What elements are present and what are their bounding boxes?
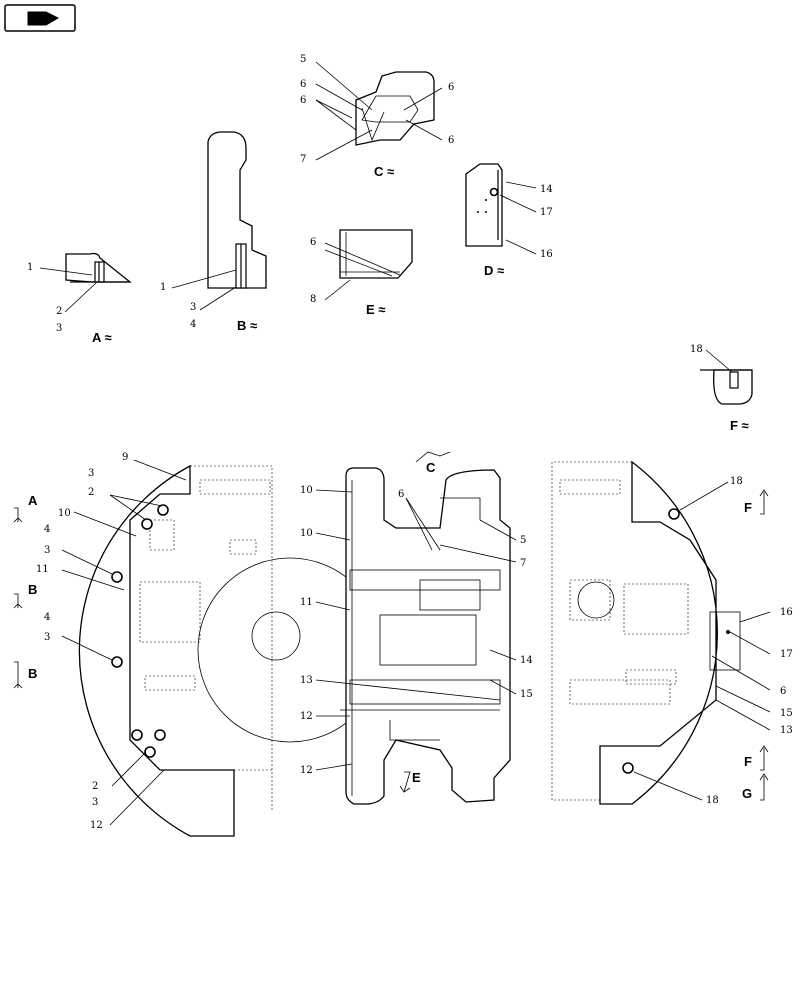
svg-text:E: E bbox=[412, 770, 421, 785]
section-arrow-f2: F bbox=[744, 745, 769, 771]
view-label-b: B ≈ bbox=[237, 318, 257, 333]
view-label-f: F ≈ bbox=[730, 418, 749, 433]
section-arrow-f1: F bbox=[744, 489, 769, 515]
callout-m10a: 10 bbox=[300, 485, 313, 496]
section-arrow-b2: B bbox=[13, 661, 37, 689]
detail-d: 14 17 16 D ≈ bbox=[465, 163, 553, 278]
callout-b1: 1 bbox=[160, 282, 166, 293]
detail-a: 1 2 3 A ≈ bbox=[27, 252, 132, 345]
callout-d17: 17 bbox=[540, 207, 553, 218]
callout-l4b: 4 bbox=[44, 612, 50, 623]
callout-b4: 4 bbox=[190, 319, 196, 330]
callout-r13: 13 bbox=[780, 725, 793, 736]
callout-l3d: 3 bbox=[92, 797, 98, 808]
callout-l3c: 3 bbox=[44, 632, 50, 643]
forward-arrow-icon bbox=[27, 11, 60, 26]
callout-f18: 18 bbox=[690, 344, 703, 355]
section-arrow-a: A bbox=[13, 493, 38, 523]
callout-r16: 16 bbox=[780, 607, 793, 618]
svg-text:A: A bbox=[28, 493, 38, 508]
callout-r18a: 18 bbox=[730, 476, 743, 487]
callout-m7: 7 bbox=[520, 558, 526, 569]
callout-e6: 6 bbox=[310, 237, 316, 248]
callout-c6d: 6 bbox=[448, 135, 454, 146]
svg-text:B: B bbox=[28, 582, 37, 597]
callout-r6: 6 bbox=[780, 686, 786, 697]
detail-b: 1 3 4 B ≈ bbox=[160, 131, 267, 333]
callout-l2b: 2 bbox=[92, 781, 98, 792]
callout-l11: 11 bbox=[36, 564, 49, 575]
callout-l2a: 2 bbox=[88, 487, 94, 498]
callout-b3: 3 bbox=[190, 302, 196, 313]
right-main-view: 18 16 17 6 15 13 18 F F G bbox=[551, 460, 793, 806]
callout-c6c: 6 bbox=[448, 82, 454, 93]
callout-m5: 5 bbox=[520, 535, 526, 546]
callout-m12a: 12 bbox=[300, 711, 313, 722]
view-label-e: E ≈ bbox=[366, 302, 385, 317]
svg-text:F: F bbox=[744, 754, 752, 769]
callout-m11: 11 bbox=[300, 597, 313, 608]
callout-r18b: 18 bbox=[706, 795, 719, 806]
detail-f: 18 F ≈ bbox=[690, 344, 753, 433]
section-arrow-b1: B bbox=[13, 582, 37, 609]
callout-m10b: 10 bbox=[300, 528, 313, 539]
callout-l9: 9 bbox=[122, 452, 128, 463]
callout-e8: 8 bbox=[310, 294, 316, 305]
callout-c6b: 6 bbox=[300, 95, 306, 106]
svg-text:F: F bbox=[744, 500, 752, 515]
view-label-d: D ≈ bbox=[484, 263, 504, 278]
callout-d16: 16 bbox=[540, 249, 553, 260]
callout-c5: 5 bbox=[300, 54, 306, 65]
view-label-a: A ≈ bbox=[92, 330, 112, 345]
callout-a1: 1 bbox=[27, 262, 33, 273]
callout-l4a: 4 bbox=[44, 524, 50, 535]
middle-main-view: 10 10 11 13 12 12 6 5 7 14 15 C E bbox=[300, 451, 533, 805]
callout-m15: 15 bbox=[520, 689, 533, 700]
callout-c6a: 6 bbox=[300, 79, 306, 90]
callout-l3a: 3 bbox=[88, 468, 94, 479]
svg-text:B: B bbox=[28, 666, 37, 681]
callout-l12: 12 bbox=[90, 820, 103, 831]
callout-l3b: 3 bbox=[44, 545, 50, 556]
section-arrow-g: G bbox=[742, 773, 769, 801]
svg-text:C: C bbox=[426, 460, 436, 475]
callout-a2: 2 bbox=[56, 306, 62, 317]
detail-e: 6 8 E ≈ bbox=[310, 229, 413, 317]
left-main-view: 9 3 2 10 4 3 11 4 3 2 3 12 A B B bbox=[13, 452, 383, 837]
callout-m13: 13 bbox=[300, 675, 313, 686]
nav-button[interactable] bbox=[4, 4, 76, 32]
detail-c: 5 6 6 6 6 7 C ≈ bbox=[300, 54, 454, 179]
callout-m14: 14 bbox=[520, 655, 533, 666]
callout-c7: 7 bbox=[300, 154, 306, 165]
section-arrow-e: E bbox=[399, 770, 421, 793]
svg-text:G: G bbox=[742, 786, 752, 801]
view-label-c: C ≈ bbox=[374, 164, 394, 179]
section-arrow-c: C bbox=[415, 451, 451, 475]
callout-l10: 10 bbox=[58, 508, 71, 519]
callout-m6: 6 bbox=[398, 489, 404, 500]
callout-a3: 3 bbox=[56, 323, 62, 334]
callout-d14: 14 bbox=[540, 184, 553, 195]
callout-m12b: 12 bbox=[300, 765, 313, 776]
callout-r15: 15 bbox=[780, 708, 793, 719]
callout-r17: 17 bbox=[780, 649, 793, 660]
